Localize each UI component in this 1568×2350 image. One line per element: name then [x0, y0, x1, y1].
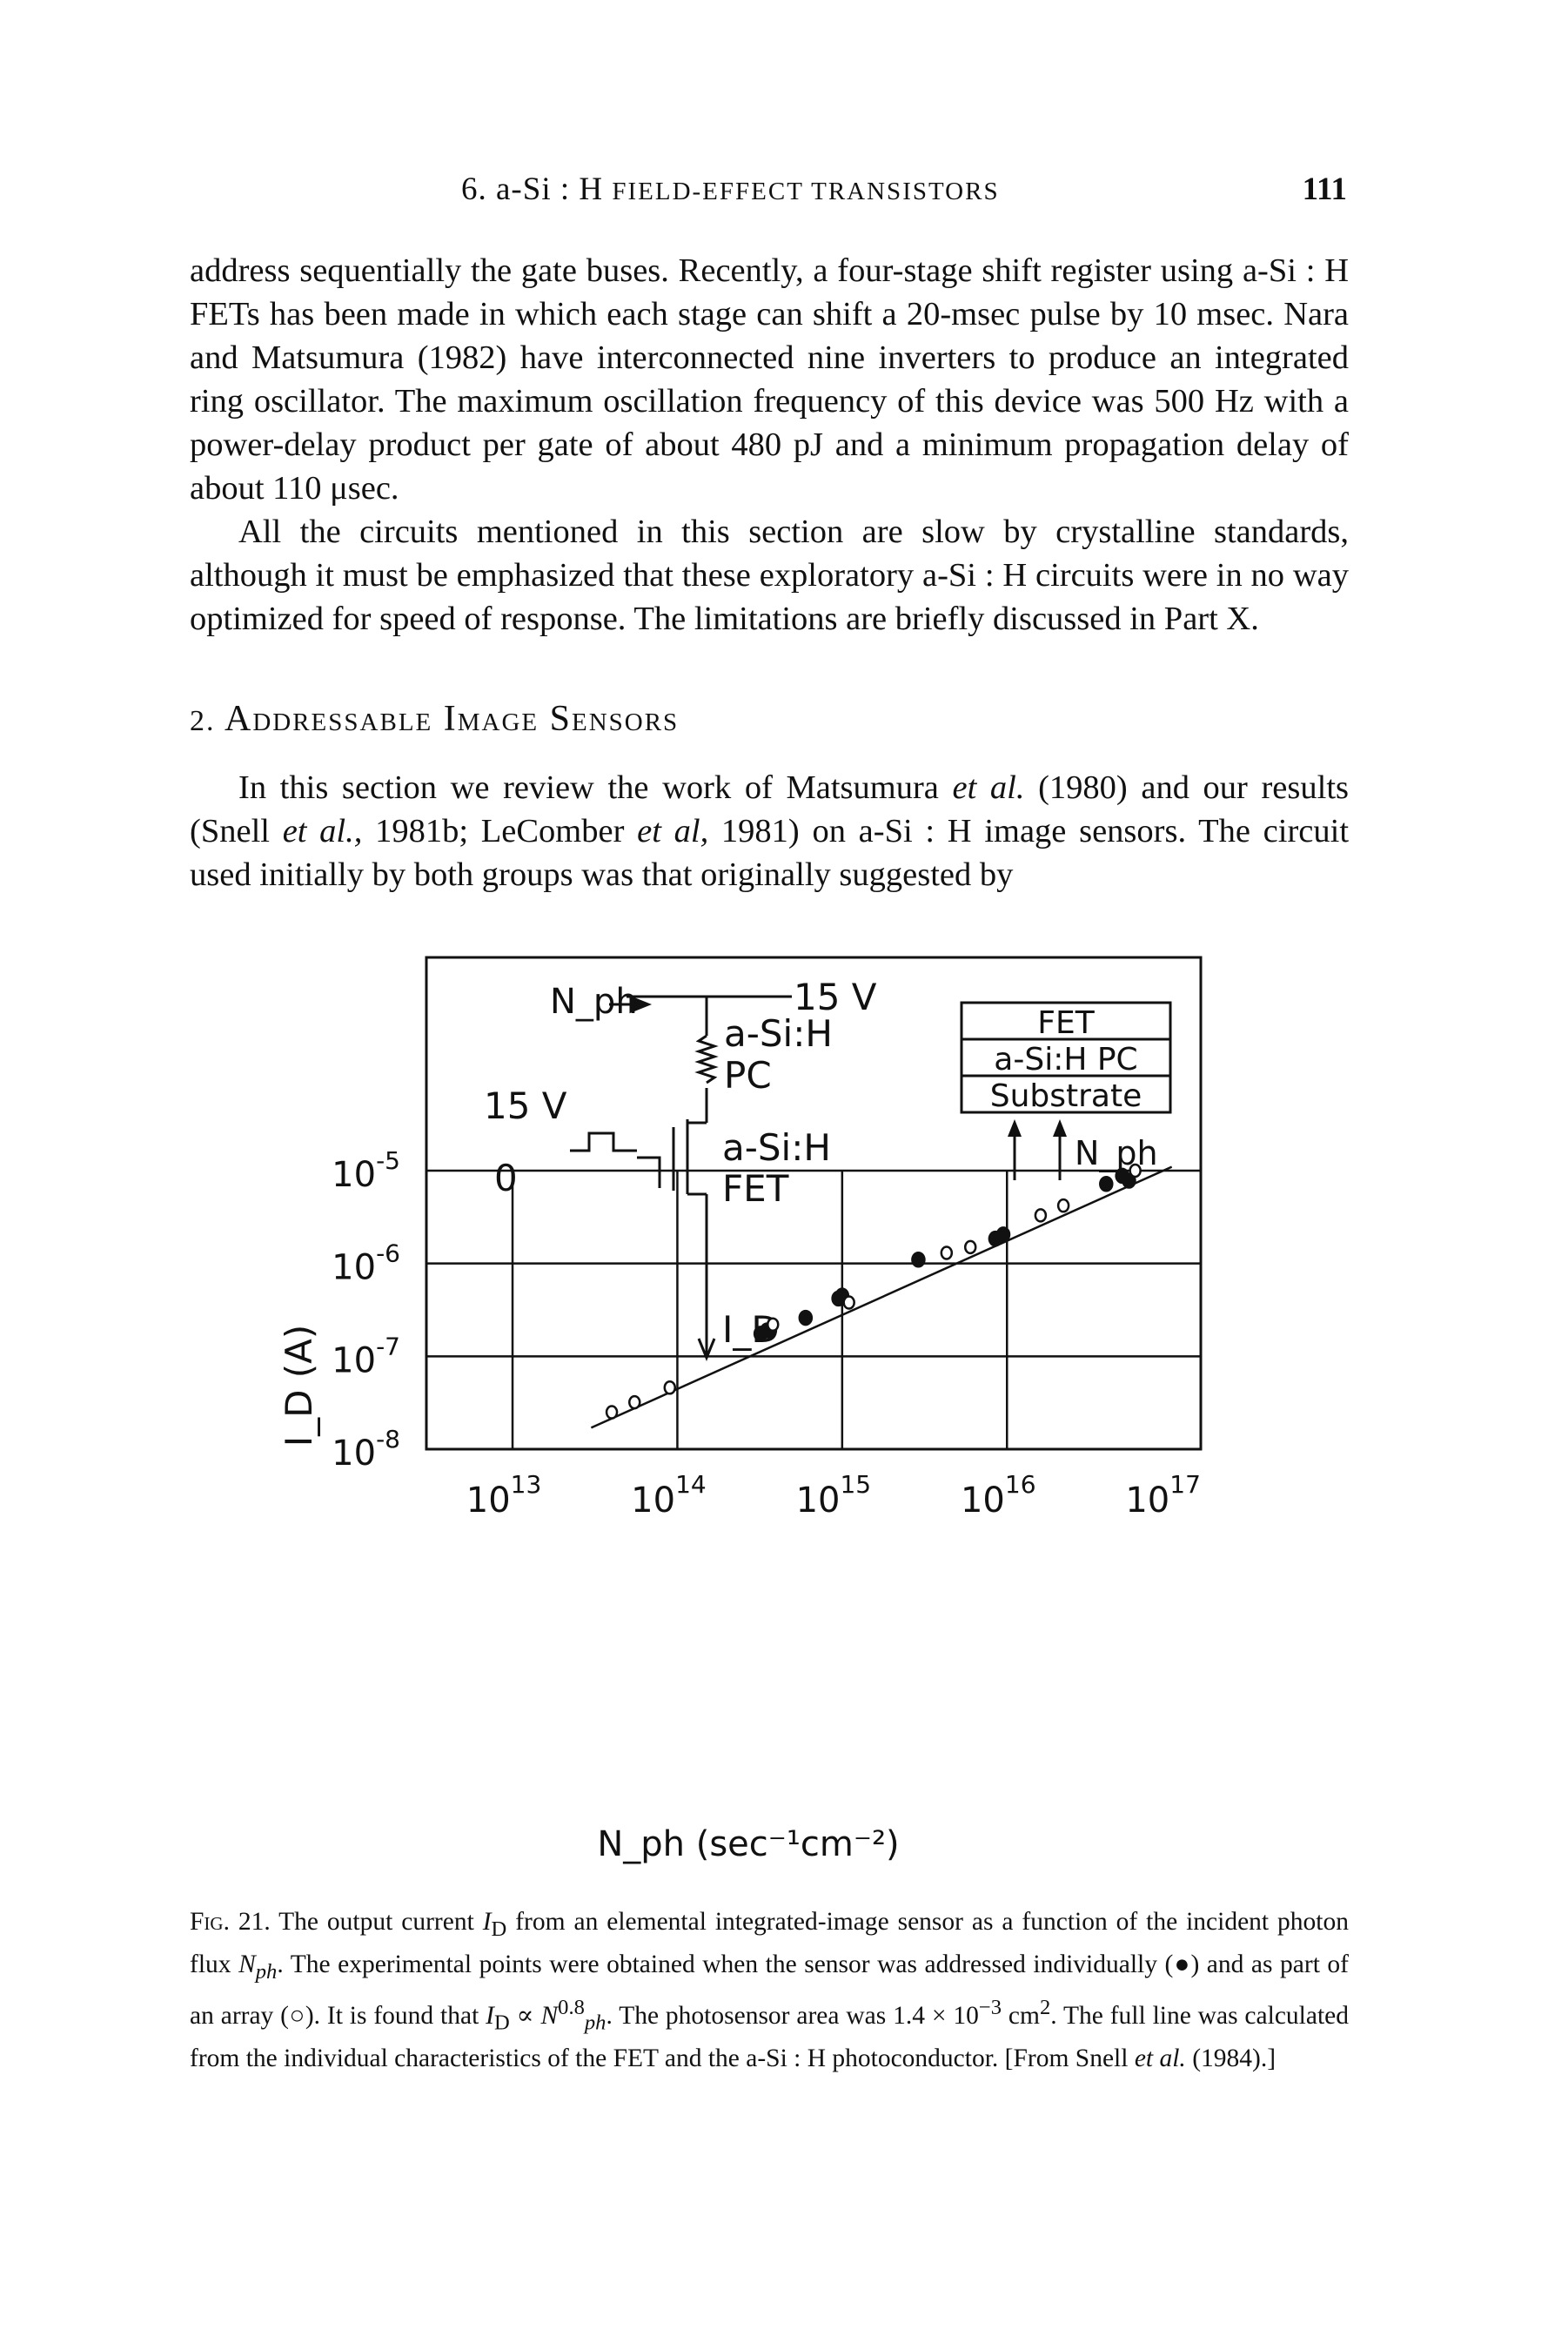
current-arrow [697, 1338, 716, 1361]
caption-text: The output current [270, 1908, 483, 1936]
caption-superscript: 0.8 [558, 1995, 585, 2019]
caption-superscript: −3 [978, 1995, 1002, 2019]
caption-subscript: ph [584, 2011, 606, 2035]
fet-label-line2: FET [722, 1167, 789, 1210]
x-tick-label: 1014 [631, 1470, 707, 1521]
data-point-array [1056, 1198, 1070, 1213]
layer-stack-box [960, 1001, 1172, 1114]
pulse-high-label: 15 V [484, 1084, 567, 1127]
caption-text: from an elemental integrated-image senso… [190, 1908, 1349, 1978]
layer-pc: a-Si:H PC [994, 1042, 1137, 1078]
caption-text: cm [1002, 2001, 1040, 2030]
x-tick-label: 1015 [796, 1470, 872, 1521]
circuit-inset [570, 995, 792, 1361]
calculated-line [590, 1165, 1173, 1429]
caption-text: . The experimental points were obtained … [190, 1950, 1349, 2030]
pc-label-line1: a-Si:H [724, 1012, 833, 1055]
caption-text: ∝ [509, 2001, 541, 2030]
data-point-array [1129, 1163, 1142, 1178]
gate-pulse [570, 1131, 637, 1152]
data-point-array [663, 1380, 677, 1395]
y-tick-label: 10-7 [332, 1332, 400, 1380]
data-point-array [605, 1405, 619, 1420]
caption-label: Fig. 21. [190, 1908, 271, 1936]
figure-21-svg: I_D (A) 10-5 10-6 10-7 10-8 1013 1014 1015 1016… [278, 956, 1203, 1864]
paragraph-3-text: In this section we review the work of Ma… [238, 769, 953, 806]
data-point-individual [995, 1226, 1011, 1243]
chapter-title-main: a-Si : H [496, 171, 604, 207]
data-point-individual [798, 1309, 814, 1326]
y-axis-label: I_D (A) [278, 1325, 320, 1447]
svg-text:I_D (A): I_D (A) [278, 1325, 320, 1447]
chapter-number: 6. [461, 171, 487, 207]
plot-grid [425, 956, 1203, 1451]
section-heading: 2. Addressable Image Sensors [190, 698, 679, 740]
caption-text: (1984).] [1185, 2044, 1277, 2072]
paragraph-3-etal: et al, [637, 813, 709, 849]
section-title: Addressable Image Sensors [224, 699, 680, 739]
layer-fet: FET [1037, 1005, 1095, 1041]
light-arrow-2-head [1053, 1119, 1067, 1137]
caption-superscript: 2 [1039, 1995, 1051, 2019]
running-head: 6. a-Si : H FIELD-EFFECT TRANSISTORS 111 [190, 171, 1347, 214]
paragraph-2: All the circuits mentioned in this secti… [190, 514, 1349, 637]
y-tick-label: 10-6 [332, 1239, 400, 1288]
plot-frame [425, 956, 1203, 1451]
caption-etal: et al. [1134, 2044, 1186, 2072]
paragraph-3-text: (1980) and our results (Snell [190, 769, 1350, 849]
photon-arrow-head [629, 995, 653, 1014]
y-tick-label: 10-8 [332, 1425, 400, 1474]
caption-symbol: N [238, 1950, 256, 1978]
photon-flux-label: N_ph [550, 982, 638, 1022]
layer-substrate: Substrate [990, 1078, 1142, 1114]
axis-ticks: 10-5 10-6 10-7 10-8 1013 1014 1015 1016 1017 [332, 1146, 1201, 1521]
data-point-individual [911, 1252, 926, 1268]
pc-label-line2: PC [724, 1054, 772, 1097]
data-point-array [842, 1295, 855, 1310]
data-point-array [1034, 1208, 1048, 1223]
paragraph-3-etal: et al. [952, 769, 1025, 806]
data-point-individual [1099, 1175, 1114, 1192]
pulse-low-label: 0 [494, 1157, 518, 1199]
running-head-title: 6. a-Si : H FIELD-EFFECT TRANSISTORS [461, 171, 1000, 208]
caption-subscript: ph [255, 1959, 278, 1984]
data-point-array [767, 1317, 780, 1333]
figure-caption: Fig. 21. The output current ID from an e… [190, 1904, 1349, 2077]
paragraph-3-etal: et al., [282, 813, 363, 849]
page-number: 111 [1302, 171, 1347, 207]
paragraph-3-text: 1981b; LeComber [362, 813, 638, 849]
data-point-individual [1122, 1172, 1136, 1189]
paragraph-3-text: 1981) on a-Si : H image sensors. The cir… [190, 813, 1350, 893]
caption-symbol: I [486, 2001, 494, 2030]
fet-label-line1: a-Si:H [722, 1126, 831, 1169]
data-point-array [628, 1394, 641, 1410]
caption-subscript: D [491, 1917, 507, 1941]
y-axis-label-text: I_D (A) [278, 1325, 320, 1447]
y-tick-label: 10-5 [332, 1146, 400, 1195]
data-points [605, 1163, 1142, 1420]
light-arrow-1-head [1008, 1119, 1022, 1137]
x-axis-label: N_ph (sec⁻¹cm⁻²) [597, 1824, 899, 1864]
x-tick-label: 1016 [961, 1470, 1036, 1521]
section-number: 2. [190, 705, 216, 737]
chapter-title-rest: FIELD-EFFECT TRANSISTORS [612, 178, 1000, 205]
paragraph-3: In this section we review the work of Ma… [190, 766, 1349, 896]
caption-text: . The full line was calculated from the … [190, 2001, 1349, 2072]
photoconductor-resistor [694, 1034, 719, 1084]
caption-symbol: I [482, 1908, 492, 1936]
data-point-array [940, 1246, 954, 1260]
caption-symbol: N [540, 2001, 559, 2030]
caption-text: . The photosensor area was 1.4 × 10 [606, 2001, 979, 2030]
layer-stack-inset: FET a-Si:H PC Substrate N_ph [960, 1001, 1172, 1180]
layer-photon-label: N_ph [1075, 1134, 1158, 1172]
x-tick-label: 1013 [466, 1470, 542, 1521]
figure-21: I_D (A) 10-5 10-6 10-7 10-8 1013 1014 1015 1016… [261, 949, 1305, 1902]
x-tick-label: 1017 [1125, 1470, 1201, 1521]
calculated-line-segment [590, 1165, 1173, 1429]
data-point-array [963, 1239, 977, 1255]
caption-subscript: D [494, 2011, 510, 2035]
gate-lead [637, 1156, 661, 1188]
paragraph-1: address sequentially the gate buses. Rec… [190, 252, 1349, 507]
supply-voltage-label: 15 V [794, 976, 877, 1018]
